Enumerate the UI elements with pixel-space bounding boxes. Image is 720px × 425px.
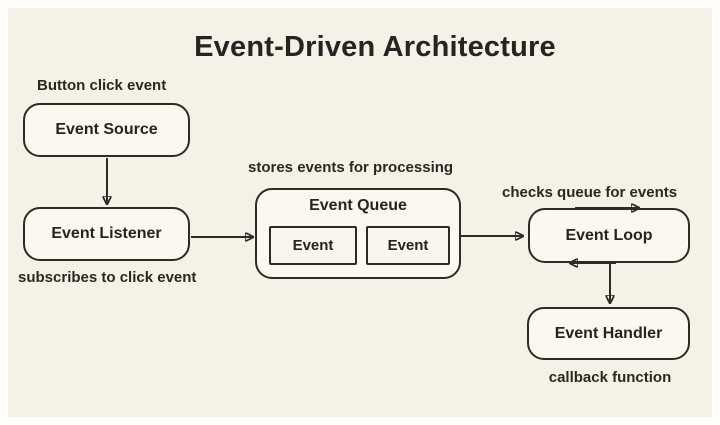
- node-event-queue: Event Queue Event Event: [255, 188, 461, 279]
- annotation-checks-queue: checks queue for events: [502, 184, 678, 201]
- annotation-subscribes: subscribes to click event: [18, 269, 197, 286]
- queue-event-item: Event: [366, 226, 450, 265]
- annotation-button-click-event: Button click event: [37, 77, 167, 94]
- node-event-loop-label: Event Loop: [565, 226, 653, 244]
- node-event-handler-label: Event Handler: [554, 324, 663, 342]
- node-event-listener: Event Listener: [23, 207, 190, 261]
- node-event-loop: Event Loop: [528, 208, 690, 263]
- node-event-source-label: Event Source: [55, 121, 158, 138]
- annotation-callback-function: callback function: [548, 369, 672, 386]
- node-event-queue-label: Event Queue: [309, 197, 407, 214]
- diagram-canvas: Event-Driven Architecture Button click e…: [8, 8, 712, 417]
- node-event-listener-label: Event Listener: [51, 225, 162, 242]
- node-event-source: Event Source: [23, 103, 190, 157]
- queue-event-item: Event: [269, 226, 357, 265]
- node-event-handler: Event Handler: [527, 307, 690, 360]
- annotation-stores-events: stores events for processing: [248, 159, 454, 176]
- diagram-title: Event-Driven Architecture: [194, 31, 556, 63]
